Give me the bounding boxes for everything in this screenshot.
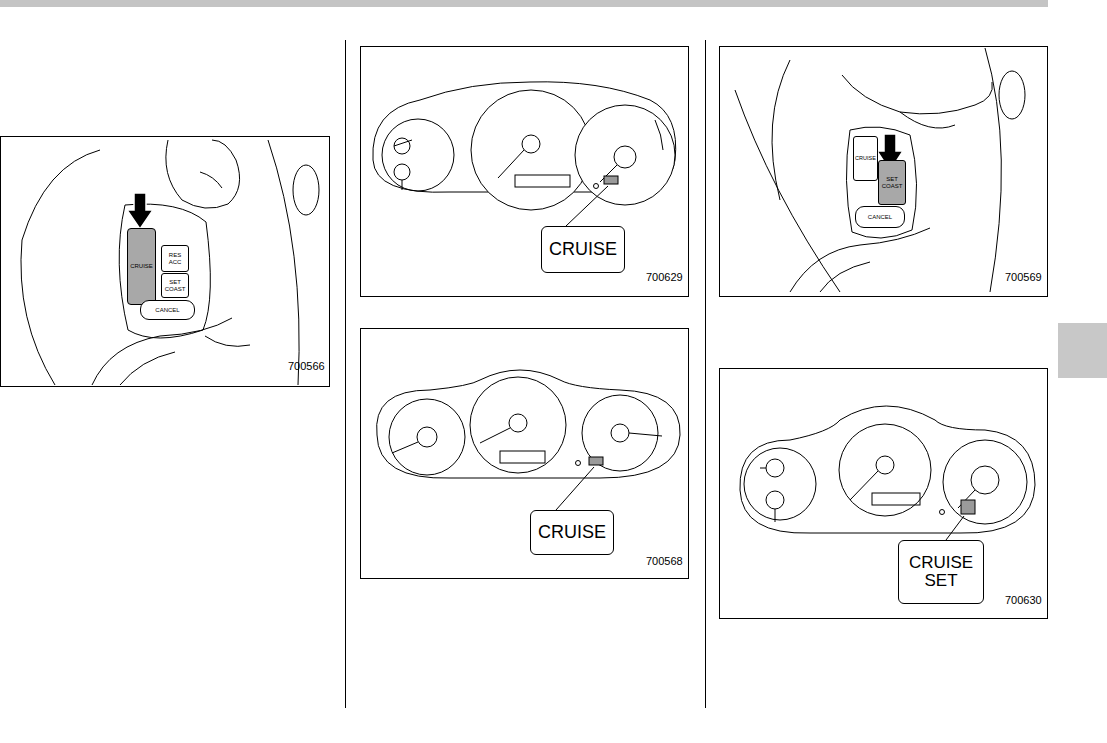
instrument-cluster <box>720 369 1048 619</box>
button-label: SET COAST <box>881 176 903 189</box>
switch-button: CRUISE <box>127 228 156 305</box>
press-arrow <box>127 193 153 229</box>
column-rule <box>705 40 706 708</box>
figure-number: 700629 <box>646 271 683 283</box>
figure-number: 700630 <box>1005 594 1042 606</box>
switch-button: RES ACC <box>161 245 189 272</box>
button-label: CANCEL <box>155 307 179 313</box>
button-label: CRUISE <box>130 263 153 269</box>
callout-box: CRUISE <box>530 510 614 555</box>
figure-number: 700566 <box>288 360 325 372</box>
steering-switch-figure <box>1 137 330 387</box>
button-label: CRUISE <box>855 156 876 162</box>
instrument-cluster <box>361 329 689 579</box>
indicator-label: CRUISE SET <box>905 554 977 590</box>
switch-button: SET COAST <box>878 160 906 205</box>
figure-number: 700569 <box>1005 271 1042 283</box>
button-label: CANCEL <box>868 214 892 220</box>
figure-number: 700568 <box>646 555 683 567</box>
header-bar <box>0 0 1048 7</box>
callout-box: CRUISE <box>541 226 625 273</box>
steering-switch-figure <box>720 47 1048 297</box>
switch-button: CANCEL <box>140 300 195 320</box>
button-label: SET COAST <box>164 279 186 292</box>
indicator-label: CRUISE <box>538 523 606 542</box>
section-tab <box>1058 323 1107 378</box>
column-rule <box>345 40 346 708</box>
button-label: RES ACC <box>164 252 186 265</box>
indicator-label: CRUISE <box>549 240 617 259</box>
switch-button: CRUISE <box>853 136 878 181</box>
callout-box: CRUISE SET <box>898 540 984 604</box>
instrument-cluster <box>361 47 689 297</box>
switch-button: CANCEL <box>855 206 905 228</box>
switch-button: SET COAST <box>161 273 189 298</box>
